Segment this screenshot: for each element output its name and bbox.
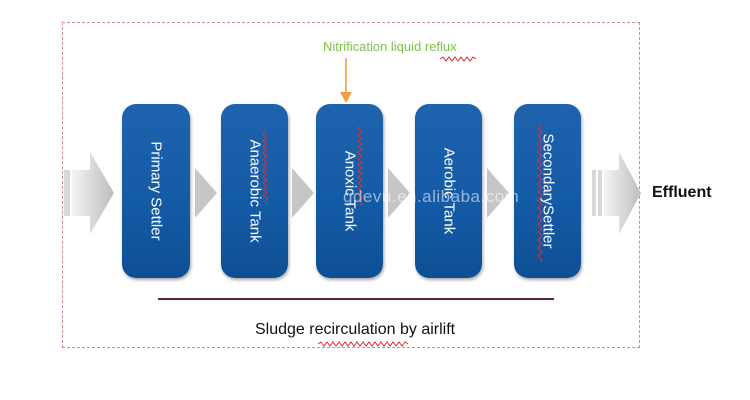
unit-label: Primary Settler [147, 141, 165, 241]
flow-arrow-2 [292, 168, 314, 218]
unit-aerobic-tank: Aerobic Tank [415, 104, 482, 278]
sludge-underline [318, 341, 408, 347]
influent-arrow [64, 152, 114, 234]
flow-arrow-4 [487, 168, 509, 218]
sludge-recirculation-line [158, 298, 554, 300]
reflux-arrow [340, 58, 352, 103]
diagram-frame [62, 22, 640, 348]
anoxic-underline [357, 126, 363, 206]
unit-primary-settler: Primary Settler [122, 104, 190, 278]
flow-arrow-3 [388, 168, 410, 218]
flow-arrow-1 [195, 168, 217, 218]
effluent-arrow [592, 152, 641, 234]
effluent-label: Effluent [652, 184, 712, 201]
reflux-label: Nitrification liquid reflux [323, 39, 457, 54]
unit-anoxic-tank: Anoxic Tank [316, 104, 383, 278]
secondary-settler-underline [537, 124, 543, 262]
unit-label: Anaerobic Tank [246, 139, 263, 243]
reflux-underline [440, 56, 476, 62]
sludge-recirculation-label: Sludge recirculation by airlift [255, 321, 456, 338]
unit-anaerobic-tank: Anaerobic Tank [221, 104, 288, 278]
anaerobic-underline [262, 132, 268, 202]
unit-secondary-settler: SecondarySettler [514, 104, 581, 278]
watermark: gdevu.en.alibaba.com [343, 187, 520, 206]
